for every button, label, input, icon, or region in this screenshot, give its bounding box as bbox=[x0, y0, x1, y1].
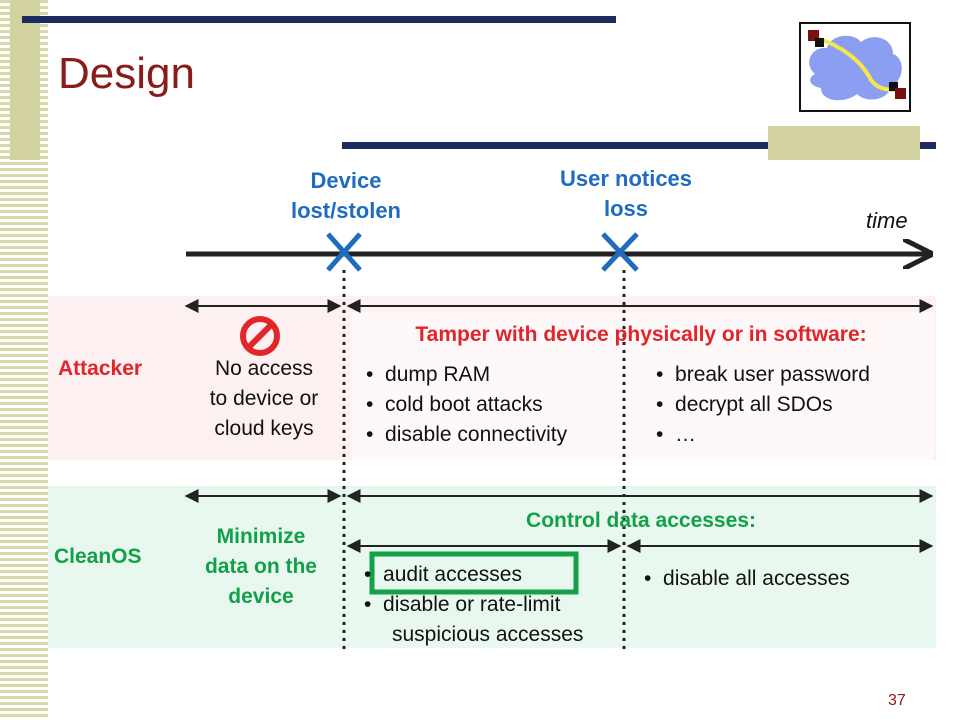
decorative-block bbox=[768, 126, 920, 160]
audit-highlight-box bbox=[369, 551, 579, 595]
cleanos-row-bg bbox=[48, 486, 936, 648]
attacker-after-title: Tamper with device physically or in soft… bbox=[415, 323, 867, 346]
top-rule bbox=[22, 16, 616, 23]
cloud-path-logo bbox=[799, 22, 911, 112]
slide-title: Design bbox=[58, 49, 195, 98]
cleanos-phase2-list: • disable all accesses bbox=[644, 567, 850, 590]
cleanos-after-title: Control data accesses: bbox=[526, 509, 756, 532]
attacker-row-label: Attacker bbox=[58, 357, 143, 380]
attacker-after-right-list: • break user password • decrypt all SDOs… bbox=[656, 363, 870, 446]
header-rule bbox=[342, 142, 936, 149]
cleanos-phase1-list: • audit accesses • disable or rate-limit… bbox=[364, 563, 584, 646]
attacker-panel bbox=[352, 312, 934, 468]
cloud-path-icon bbox=[808, 30, 906, 101]
event-notice-marker bbox=[601, 232, 639, 272]
event-lost-marker bbox=[326, 232, 362, 272]
cleanos-row-label: CleanOS bbox=[54, 545, 142, 568]
decorative-bar bbox=[10, 0, 40, 160]
no-access-icon bbox=[240, 316, 280, 356]
slide-number: 37 bbox=[888, 692, 906, 709]
attacker-after-left-list: • dump RAM • cold boot attacks • disable… bbox=[366, 363, 568, 446]
time-axis-label: time bbox=[866, 208, 908, 233]
